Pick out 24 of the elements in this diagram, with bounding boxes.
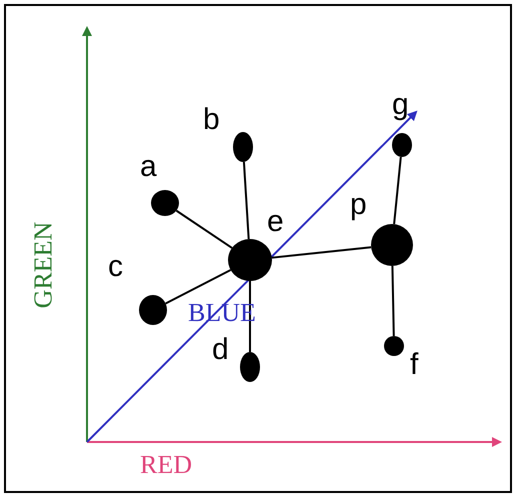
point-label: a <box>140 152 157 182</box>
data-point <box>139 295 167 325</box>
connector-line <box>393 156 402 224</box>
data-point <box>384 336 404 356</box>
point-label: e <box>267 207 284 237</box>
data-point <box>240 352 260 382</box>
axis-label: GREEN <box>30 222 56 308</box>
data-point <box>233 132 253 162</box>
point-label: b <box>203 105 220 135</box>
axis-label: RED <box>140 452 192 478</box>
connector-line <box>165 269 232 304</box>
point-label: c <box>108 252 123 282</box>
data-point <box>371 224 413 266</box>
connector-line <box>176 210 233 249</box>
point-label: g <box>392 90 409 120</box>
data-point <box>151 190 179 216</box>
point-label: f <box>410 350 418 380</box>
point-label: p <box>350 190 367 220</box>
data-point <box>392 133 412 157</box>
connector-line <box>242 162 250 240</box>
connector-line <box>272 246 372 259</box>
data-point <box>228 239 272 281</box>
connector-line <box>391 266 395 336</box>
point-label: d <box>212 335 229 365</box>
